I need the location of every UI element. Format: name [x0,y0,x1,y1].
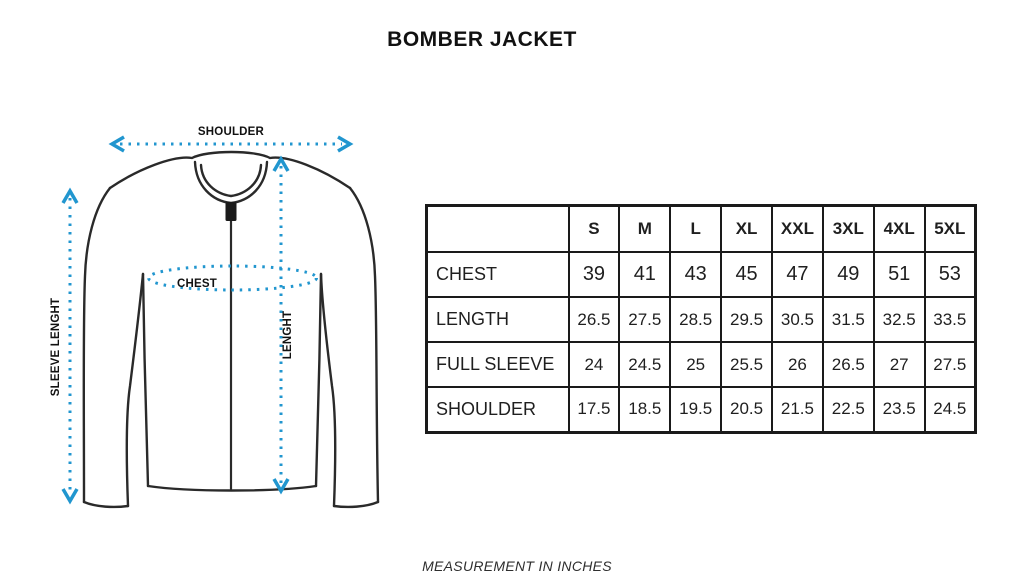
cell-chest-l: 43 [669,251,723,298]
cell-shoulder-5xl: 24.5 [923,386,977,433]
cell-length-xl: 29.5 [720,296,773,343]
cell-shoulder-xl: 20.5 [720,386,773,433]
shoulder-arrowhead-left [108,135,125,153]
table-row-shoulder: SHOULDER 17.5 18.5 19.5 20.5 21.5 22.5 2… [425,386,977,433]
cell-length-5xl: 33.5 [923,296,977,343]
jacket-outline [82,150,380,509]
cell-shoulder-xxl: 21.5 [771,386,824,433]
cell-sleeve-3xl: 26.5 [821,341,875,388]
cell-chest-3xl: 49 [821,251,875,298]
measurement-arrows [61,135,354,505]
cell-sleeve-xxl: 26 [771,341,824,388]
jacket-shoulder-line [108,150,352,190]
jacket-left-sleeve-outer [82,186,112,504]
cell-length-xxl: 30.5 [771,296,824,343]
jacket-right-sleeve-inner [319,272,337,508]
cell-chest-m: 41 [618,251,672,298]
cell-sleeve-l: 25 [669,341,723,388]
shoulder-arrowhead-right [337,135,354,153]
cell-chest-xl: 45 [720,251,773,298]
cell-length-m: 27.5 [618,296,672,343]
cell-sleeve-s: 24 [567,341,621,388]
size-col-xl: XL [720,204,773,253]
jacket-left-cuff [82,500,130,509]
size-col-xxl: XXL [771,204,824,253]
cell-chest-4xl: 51 [872,251,926,298]
page-title: BOMBER JACKET [387,28,577,51]
cell-sleeve-m: 24.5 [618,341,672,388]
shoulder-arrow-label: SHOULDER [198,126,265,138]
size-table-header-row: S M L XL XXL 3XL 4XL 5XL [425,204,977,253]
jacket-diagram-svg: SHOULDER CHEST LENGHT SLEEVE LENGHT [50,126,380,509]
cell-shoulder-4xl: 23.5 [872,386,926,433]
row-label-shoulder: SHOULDER [425,386,570,433]
cell-sleeve-5xl: 27.5 [923,341,977,388]
size-col-5xl: 5XL [923,204,977,253]
row-label-chest: CHEST [425,251,570,298]
size-table-container: S M L XL XXL 3XL 4XL 5XL CHEST 39 41 43 … [425,204,977,434]
length-arrow-label: LENGHT [282,311,294,359]
jacket-hem [146,484,318,492]
table-row-length: LENGTH 26.5 27.5 28.5 29.5 30.5 31.5 32.… [425,296,977,343]
sleeve-length-arrow-label: SLEEVE LENGHT [50,298,62,396]
jacket-right-sleeve-outer [348,186,380,504]
cell-chest-5xl: 53 [923,251,977,298]
cell-shoulder-s: 17.5 [567,386,621,433]
chest-ellipse [147,264,318,292]
size-col-m: M [618,204,672,253]
measurement-unit-note: MEASUREMENT IN INCHES [422,558,612,574]
size-table: S M L XL XXL 3XL 4XL 5XL CHEST 39 41 43 … [425,204,977,434]
cell-shoulder-3xl: 22.5 [821,386,875,433]
cell-length-3xl: 31.5 [821,296,875,343]
corner-cell [425,204,570,253]
cell-sleeve-xl: 25.5 [720,341,773,388]
length-arrowhead-bottom [272,478,290,495]
jacket-collar-inner [199,163,263,198]
jacket-zipper-pull [225,202,237,221]
jacket-measurement-diagram: SHOULDER CHEST LENGHT SLEEVE LENGHT [40,108,392,532]
table-row-chest: CHEST 39 41 43 45 47 49 51 53 [425,251,977,298]
row-label-full-sleeve: FULL SLEEVE [425,341,570,388]
sleeve-length-arrowhead-top [61,187,79,204]
size-col-l: L [669,204,723,253]
cell-length-s: 26.5 [567,296,621,343]
size-col-3xl: 3XL [821,204,875,253]
jacket-left-sleeve-inner [125,272,145,508]
cell-shoulder-m: 18.5 [618,386,672,433]
cell-length-4xl: 32.5 [872,296,926,343]
cell-shoulder-l: 19.5 [669,386,723,433]
cell-chest-s: 39 [567,251,621,298]
cell-length-l: 28.5 [669,296,723,343]
jacket-body-right [314,272,323,488]
chest-ellipse-label: CHEST [177,278,217,290]
length-arrowhead-top [272,155,290,172]
size-col-4xl: 4XL [872,204,926,253]
table-row-full-sleeve: FULL SLEEVE 24 24.5 25 25.5 26 26.5 27 2… [425,341,977,388]
size-col-s: S [567,204,621,253]
cell-sleeve-4xl: 27 [872,341,926,388]
jacket-body-left [141,272,150,488]
sleeve-length-arrowhead-bottom [61,488,79,505]
jacket-right-cuff [332,500,380,509]
row-label-length: LENGTH [425,296,570,343]
cell-chest-xxl: 47 [771,251,824,298]
